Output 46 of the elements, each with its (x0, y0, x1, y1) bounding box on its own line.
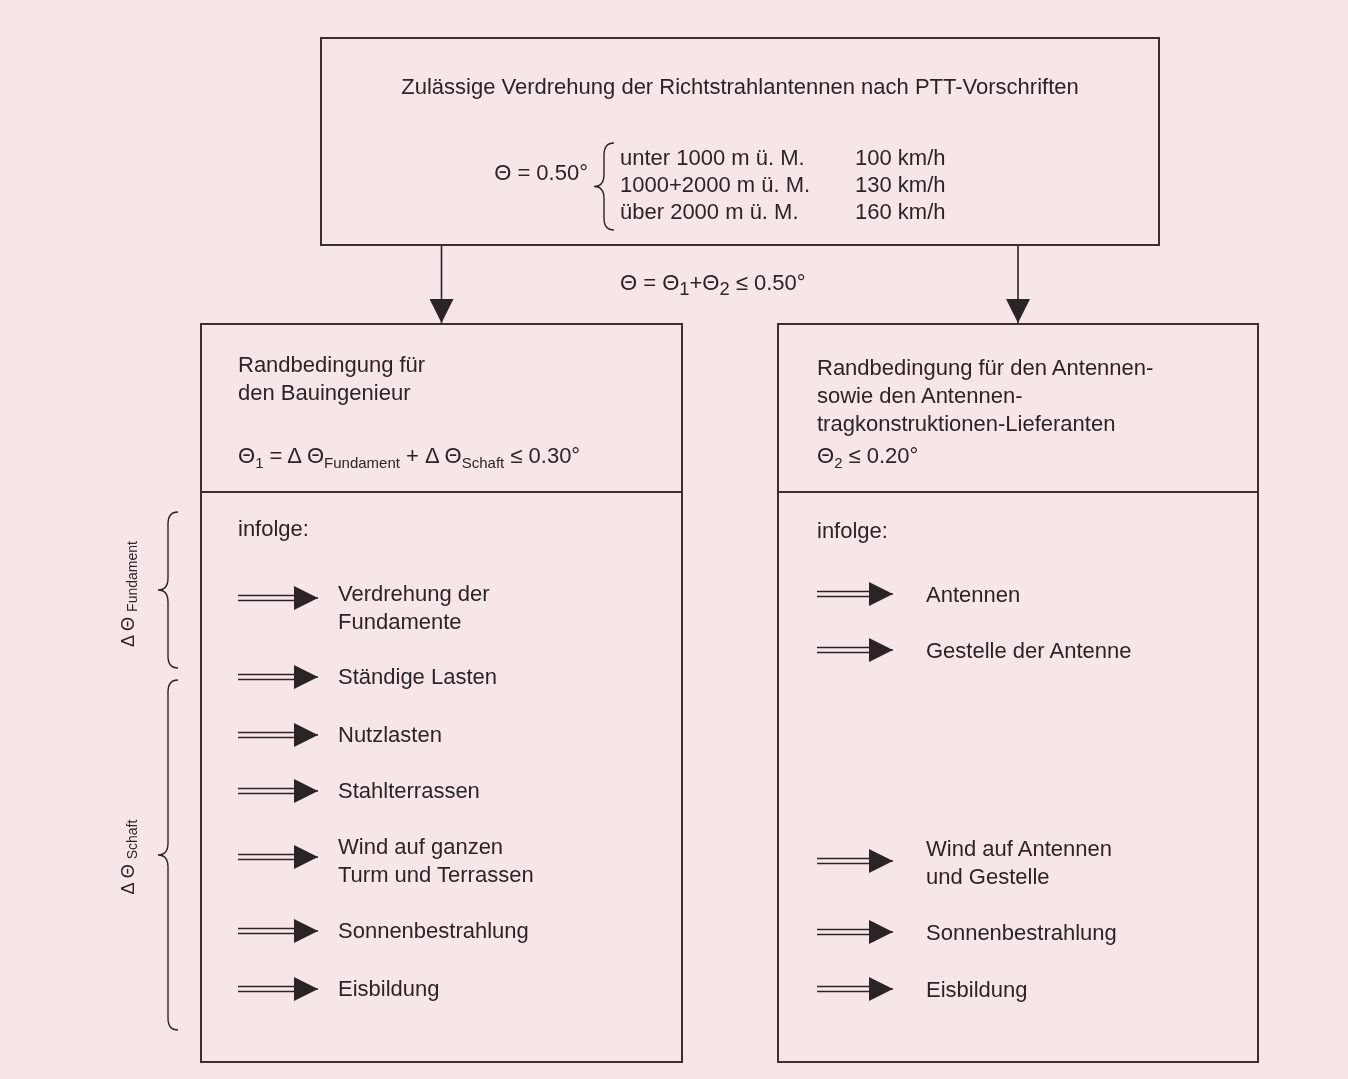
arrow (237, 977, 319, 1001)
cause-label: Nutzlasten (318, 721, 543, 749)
arrow (816, 638, 894, 662)
cause-label: Sonnenbestrahlung (318, 917, 543, 945)
cause-label: Gestelle der Antenne (893, 637, 1143, 665)
cause-label: Verdrehung der Fundamente (318, 580, 543, 636)
formula-text: Θ = 0.50° (493, 159, 588, 187)
wind-speed-text: 130 km/h (855, 171, 946, 199)
arrow (816, 977, 894, 1001)
cause-label: Wind auf Antennen und Gestelle (893, 835, 1143, 891)
arrow (237, 845, 319, 869)
cause-label: Wind auf ganzen Turm und Terrassen (318, 833, 543, 889)
altitude-text: 1000+2000 m ü. M. (620, 171, 811, 199)
wind-speed-text: 160 km/h (855, 198, 946, 226)
arrow (816, 582, 894, 606)
cause-label: Eisbildung (318, 975, 543, 1003)
formula-text: Θ$_{2}$ ≤ 0.20° (817, 442, 919, 470)
cause-list-box (777, 491, 1259, 1063)
arrow (237, 586, 319, 610)
arrow (237, 665, 319, 689)
box-heading: Zulässige Verdrehung der Richtstrahlantennen nach PTT-Vorschriften (400, 73, 1080, 101)
constraint-box (200, 323, 683, 493)
cause-label: Stahlterrassen (318, 777, 543, 805)
arrow (237, 723, 319, 747)
requirement-box (320, 37, 1160, 246)
constraint-box (777, 323, 1259, 493)
box-heading: Randbedingung für den Bauingenieur (238, 351, 427, 407)
formula-text: Θ = Θ$_{1}$+Θ$_{2}$ ≤ 0.50° (620, 269, 806, 302)
altitude-text: unter 1000 m ü. M. (620, 144, 805, 172)
wind-speed-text: 100 km/h (855, 144, 946, 172)
altitude-text: über 2000 m ü. M. (620, 198, 799, 226)
arrow (237, 919, 319, 943)
arrow (816, 849, 894, 873)
cause-label: Antennen (893, 581, 1143, 609)
arrow (816, 920, 894, 944)
arrow (237, 779, 319, 803)
cause-label: Eisbildung (893, 976, 1143, 1004)
cause-list-box (200, 491, 683, 1063)
formula-text: Θ$_{1}$ = Δ Θ$_{Fundament}$ + Δ Θ$_{Schaft}$ ≤ 0.30° (238, 442, 581, 470)
arrow (1006, 245, 1030, 324)
cause-label: Sonnenbestrahlung (893, 919, 1143, 947)
list-heading: infolge: (238, 515, 309, 543)
cause-label: Ständige Lasten (318, 663, 543, 691)
list-heading: infolge: (817, 517, 888, 545)
box-heading: Randbedingung für den Antennen- sowie den Antennen- tragkonstruktionen-Lieferanten (817, 354, 1155, 438)
arrow (429, 245, 454, 324)
